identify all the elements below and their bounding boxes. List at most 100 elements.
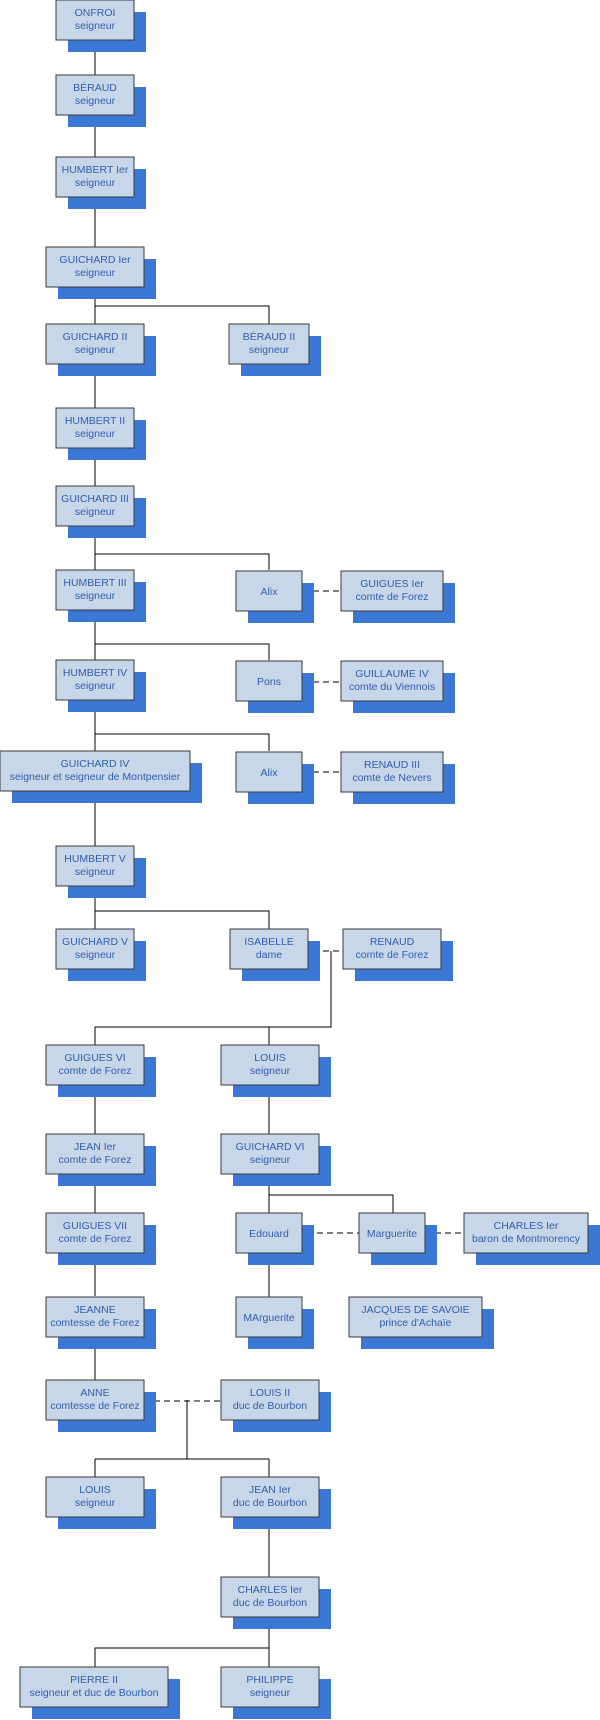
person-name: GUICHARD Ier: [59, 254, 131, 266]
box-frame: [220, 1476, 320, 1518]
box-frame: [45, 246, 145, 288]
box-frame: [55, 845, 135, 887]
box-frame: [0, 750, 191, 792]
person-name: Alix: [261, 586, 279, 598]
box-frame: [55, 928, 135, 970]
person-title: comte du Viennois: [349, 681, 435, 693]
person-name: JEAN Ier: [249, 1484, 292, 1496]
person-name: ONFROI: [75, 7, 116, 19]
person-title: duc de Bourbon: [233, 1597, 307, 1609]
box-frame: [358, 1212, 426, 1254]
box-frame: [220, 1666, 320, 1708]
person-title: seigneur: [75, 680, 116, 692]
person-name: GUICHARD III: [61, 493, 129, 505]
person-title: dame: [256, 949, 282, 961]
person-name: BÉRAUD II: [243, 330, 296, 343]
box-frame: [45, 1044, 145, 1086]
box-frame: [55, 407, 135, 449]
person-name: CHARLES Ier: [494, 1220, 559, 1232]
person-title: comtesse de Forez: [50, 1317, 139, 1329]
person-title: comte de Forez: [59, 1065, 132, 1077]
person-name: GUICHARD V: [62, 936, 128, 948]
box-frame: [45, 1296, 145, 1338]
person-title: seigneur: [75, 20, 116, 32]
person-title: seigneur: [75, 177, 116, 189]
box-frame: [220, 1044, 320, 1086]
box-frame: [55, 659, 135, 701]
person-box-alix2: Alix: [235, 751, 314, 804]
person-name: HUMBERT II: [65, 415, 125, 427]
box-frame: [235, 751, 303, 793]
person-name: GUICHARD IV: [61, 758, 130, 770]
person-name: PHILIPPE: [246, 1674, 293, 1686]
person-name: GUIGUES VI: [64, 1052, 125, 1064]
person-name: LOUIS: [79, 1484, 111, 1496]
box-frame: [45, 323, 145, 365]
box-frame: [235, 660, 303, 702]
person-title: comte de Nevers: [352, 772, 431, 784]
person-title: seigneur: [75, 1497, 116, 1509]
box-frame: [348, 1296, 483, 1338]
box-frame: [463, 1212, 589, 1254]
person-name: JEANNE: [74, 1304, 115, 1316]
person-box-pons: Pons: [235, 660, 314, 713]
person-box-marguerite2: MArguerite: [235, 1296, 314, 1349]
box-frame: [220, 1133, 320, 1175]
person-name: Pons: [257, 676, 281, 688]
box-frame: [55, 485, 135, 527]
person-name: CHARLES Ier: [238, 1584, 303, 1596]
person-name: HUMBERT Ier: [62, 164, 129, 176]
person-title: seigneur et duc de Bourbon: [29, 1687, 158, 1699]
person-title: prince d'Achaïe: [379, 1317, 451, 1329]
box-frame: [235, 1296, 303, 1338]
person-name: Marguerite: [367, 1228, 417, 1240]
person-name: HUMBERT III: [63, 577, 126, 589]
box-frame: [235, 570, 303, 612]
box-frame: [235, 1212, 303, 1254]
person-title: comte de Forez: [356, 949, 429, 961]
box-frame: [45, 1133, 145, 1175]
person-name: GUIGUES Ier: [360, 578, 424, 590]
person-title: seigneur: [75, 866, 116, 878]
person-title: baron de Montmorency: [472, 1233, 581, 1245]
person-box-marguerite1: Marguerite: [358, 1212, 437, 1265]
box-frame: [340, 751, 444, 793]
box-frame: [228, 323, 310, 365]
person-box-edouard: Edouard: [235, 1212, 314, 1265]
person-title: seigneur: [75, 949, 116, 961]
box-frame: [55, 74, 135, 116]
person-name: LOUIS II: [250, 1387, 290, 1399]
person-title: duc de Bourbon: [233, 1497, 307, 1509]
person-name: GUIGUES VII: [63, 1220, 127, 1232]
box-frame: [220, 1379, 320, 1421]
box-frame: [342, 928, 442, 970]
person-title: seigneur: [250, 1154, 291, 1166]
box-frame: [55, 156, 135, 198]
box-frame: [55, 0, 135, 41]
person-name: ISABELLE: [244, 936, 294, 948]
person-title: comte de Forez: [59, 1233, 132, 1245]
person-title: seigneur: [75, 506, 116, 518]
person-title: seigneur: [249, 344, 290, 356]
person-name: Edouard: [249, 1228, 289, 1240]
person-box-alix1: Alix: [235, 570, 314, 623]
person-title: seigneur: [250, 1687, 291, 1699]
